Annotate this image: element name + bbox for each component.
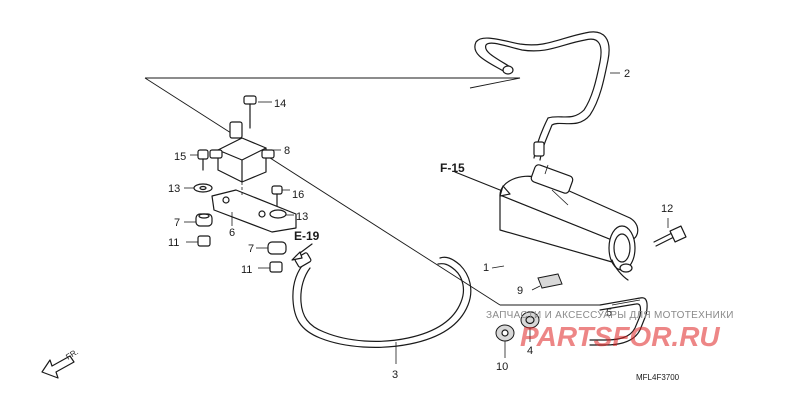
callout-16: 16	[292, 189, 304, 201]
callout-12: 12	[661, 203, 673, 215]
rubber-7-part	[184, 213, 287, 255]
callout-2: 2	[624, 68, 630, 80]
washer-13-part	[184, 183, 294, 219]
bolt-16-part	[271, 185, 290, 207]
front-direction-icon	[41, 355, 75, 379]
callout-6: 6	[229, 227, 235, 239]
watermark-brand: PARTSFOR.RU	[520, 321, 720, 352]
purge-valve-8-part	[209, 121, 281, 183]
callout-9: 9	[517, 285, 523, 297]
watermark-caption: ЗАПЧАСТИ И АКСЕССУАРЫ ДЛЯ МОТОТЕХНИКИ	[486, 310, 734, 321]
grommet-4-part	[520, 311, 540, 342]
bolt-14-part	[243, 95, 272, 129]
callout-13a: 13	[168, 183, 180, 195]
callout-10: 10	[496, 361, 508, 373]
small-hose-5-part	[589, 297, 648, 346]
fuel-ref-arrow-icon	[454, 171, 511, 197]
callout-7b: 7	[248, 243, 254, 255]
canister-part	[499, 164, 639, 281]
bolt-15-part	[190, 149, 209, 171]
rubber-block-9-part	[531, 273, 563, 291]
callout-3: 3	[392, 369, 398, 381]
callouts: 1 2 3 4 5 6 7 7 8 9 10 11 11 12 13 13 14…	[168, 68, 673, 381]
bolt-12-part	[653, 218, 687, 247]
lower-hose-3-part	[292, 252, 472, 364]
callout-11a: 11	[168, 237, 179, 249]
bracket-6-part	[211, 182, 297, 233]
electrical-ref-arrow-icon	[291, 243, 313, 261]
electrical-section-ref[interactable]: E-19	[294, 229, 320, 243]
callout-4: 4	[527, 345, 533, 357]
front-label: FR.	[64, 347, 80, 361]
fuel-section-ref[interactable]: F-15	[440, 161, 465, 175]
collar-10-part	[495, 324, 515, 358]
watermark: ЗАПЧАСТИ И АКСЕССУАРЫ ДЛЯ МОТОТЕХНИКИ PA…	[486, 310, 734, 352]
callout-5: 5	[606, 307, 612, 319]
drawing-code: MFL4F3700	[636, 373, 680, 382]
callout-13b: 13	[296, 211, 308, 223]
callout-7a: 7	[174, 217, 180, 229]
callout-8: 8	[284, 145, 290, 157]
callout-1: 1	[483, 262, 489, 274]
upper-hose-part	[474, 31, 610, 161]
callout-15: 15	[174, 151, 186, 163]
frame-lines	[144, 77, 600, 306]
callout-11b: 11	[241, 264, 252, 276]
bolt-11-part	[186, 235, 283, 273]
callout-14: 14	[274, 98, 286, 110]
